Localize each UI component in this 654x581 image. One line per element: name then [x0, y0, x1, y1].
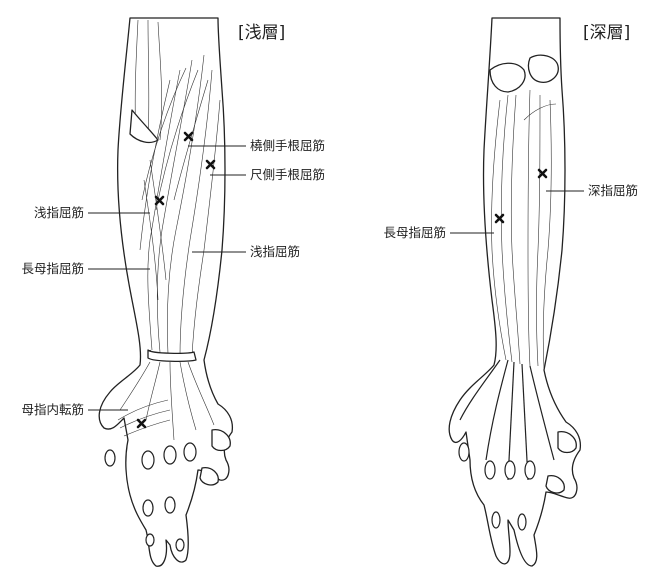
label-fpl-superficial: 長母指屈筋 — [21, 261, 84, 276]
upper-line-3 — [157, 21, 162, 141]
muscle-line-j — [149, 159, 167, 281]
deep-line-b — [500, 94, 513, 363]
palm-line-1 — [119, 361, 151, 411]
deep-nail-thumb — [557, 431, 577, 454]
deep-nail-little — [545, 475, 565, 494]
joint-middle — [163, 445, 177, 465]
cross-mark-icon — [494, 213, 505, 224]
deep-elbow-joint — [489, 62, 526, 93]
muscle-line-d — [179, 69, 213, 357]
superficial-arm: [浅層] 橈側手根屈筋 尺側手根屈筋 浅指屈筋 浅指屈筋 長母指屈筋 母指内転筋 — [21, 17, 325, 567]
deep-tendon-thumb — [459, 359, 501, 421]
label-fdp: 深指屈筋 — [588, 183, 638, 198]
joint-middle-2 — [164, 496, 176, 514]
muscle-line-c — [166, 54, 205, 355]
deep-line-f — [542, 99, 552, 369]
deep-tendon-1 — [485, 359, 509, 461]
cross-mark-icon — [537, 168, 548, 179]
superficial-forearm-outline — [98, 17, 234, 567]
muscle-line-k — [143, 179, 159, 301]
deep-joint-ring — [524, 460, 536, 480]
deep-tendon-4 — [529, 365, 555, 461]
deep-arm: [深層] 深指屈筋 長母指屈筋 — [383, 17, 638, 567]
muscle-line-e — [191, 99, 221, 357]
label-adductor: 母指内転筋 — [21, 402, 84, 417]
joint-index-3 — [145, 533, 155, 547]
cross-mark-icon — [154, 195, 165, 206]
deep-joint-index-2 — [491, 511, 501, 529]
deep-line-d — [527, 89, 531, 367]
muscle-line-h — [155, 69, 199, 211]
label-fds-right: 浅指屈筋 — [250, 244, 300, 259]
muscle-line-f — [139, 79, 171, 251]
palm-line-2 — [145, 361, 161, 421]
joint-index — [141, 450, 155, 470]
deep-line-g — [523, 103, 557, 121]
label-fcr: 橈側手根屈筋 — [250, 138, 325, 153]
joint-ring — [183, 442, 197, 462]
joint-index-2 — [142, 499, 154, 517]
deep-line-c — [510, 94, 521, 365]
deep-joint-thumb — [458, 442, 470, 462]
wrist-band — [147, 349, 197, 362]
superficial-title: [浅層] — [238, 23, 285, 43]
joint-thumb — [104, 449, 116, 467]
palm-line-3 — [169, 361, 175, 441]
joint-middle-3 — [175, 538, 185, 552]
label-fpl-deep: 長母指屈筋 — [383, 225, 446, 240]
palm-line-5 — [187, 361, 215, 426]
deep-title: [深層] — [583, 23, 630, 43]
muscle-line-a — [147, 69, 181, 351]
upper-line-2 — [147, 19, 150, 141]
label-fcu: 尺側手根屈筋 — [250, 167, 325, 182]
adductor-line-1 — [117, 399, 169, 421]
palm-line-4 — [179, 361, 197, 431]
deep-line-e — [536, 94, 541, 367]
deep-elbow-joint-2 — [527, 54, 559, 83]
deep-line-a — [491, 99, 507, 361]
cross-mark-icon — [205, 159, 216, 170]
label-fds-left: 浅指屈筋 — [34, 205, 84, 220]
cross-mark-icon — [183, 131, 194, 142]
deep-joint-middle-2 — [517, 513, 527, 531]
nail-little — [199, 467, 219, 486]
cross-mark-icon — [136, 418, 147, 429]
deep-joint-middle — [504, 460, 516, 480]
adductor-line-2 — [119, 409, 171, 429]
muscle-line-b — [156, 59, 193, 353]
nail-thumb — [211, 429, 231, 452]
deep-joint-index — [484, 460, 496, 480]
